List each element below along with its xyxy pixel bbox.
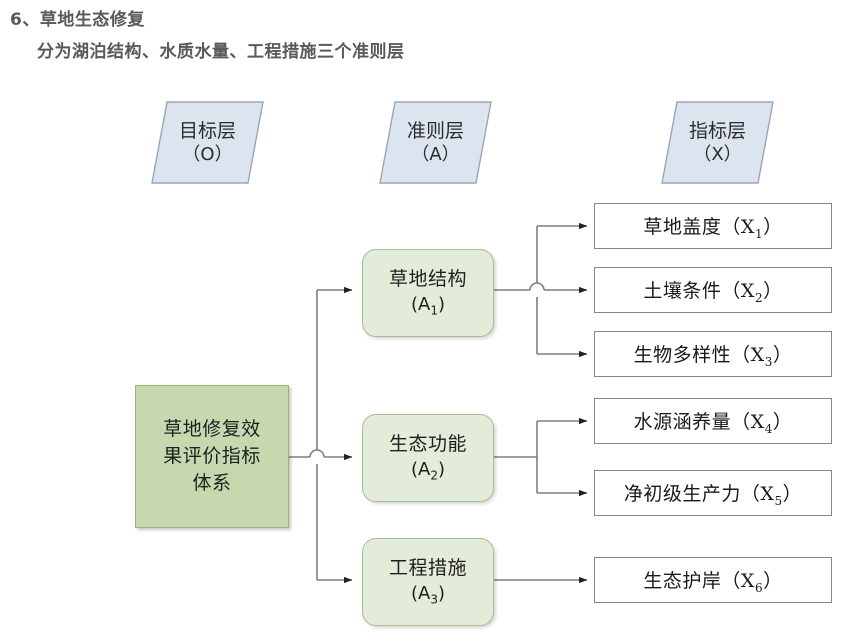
indicator-x5-label: 净初级生产力（X5） [623,482,803,508]
indicator-x4-label: 水源涵养量（X4） [633,410,793,436]
wire-goal-hop [309,449,325,458]
indicator-node-x3[interactable]: 生物多样性（X3） [594,331,832,377]
goal-line-3: 体系 [192,471,232,494]
criteria-a1-name: 草地结构 [388,267,467,290]
indicator-node-x1[interactable]: 草地盖度（X1） [594,203,832,249]
layer-header-criteria: 准则层 （A） [378,100,493,185]
goal-line-2: 果评价指标 [163,445,261,468]
wire-a1-hop [529,282,545,291]
criteria-node-a1[interactable]: 草地结构 (A1) [362,249,494,337]
goal-node-label: 草地修复效 果评价指标 体系 [163,416,261,497]
criteria-a2-name: 生态功能 [388,432,467,455]
parallelogram-shape-indicator [661,101,774,184]
criteria-a2-code: (A2) [410,459,445,484]
indicator-x6-label: 生态护岸（X6） [643,569,783,595]
parallelogram-shape-goal [151,101,264,184]
indicator-node-x6[interactable]: 生态护岸（X6） [594,557,832,603]
criteria-node-a3[interactable]: 工程措施 (A3) [362,538,494,626]
indicator-x2-label: 土壤条件（X2） [643,279,783,305]
indicator-node-x5[interactable]: 净初级生产力（X5） [594,470,832,516]
criteria-a3-name: 工程措施 [388,556,467,579]
heading-line-1: 6、草地生态修复 [10,10,145,30]
criteria-a1-code: (A1) [410,294,445,319]
criteria-a3-code: (A3) [410,583,445,608]
indicator-x1-label: 草地盖度（X1） [643,215,783,241]
heading-line-2: 分为湖泊结构、水质水量、工程措施三个准则层 [37,42,405,62]
indicator-x3-label: 生物多样性（X3） [633,343,793,369]
indicator-node-x2[interactable]: 土壤条件（X2） [594,267,832,313]
goal-line-1: 草地修复效 [163,418,261,441]
layer-header-goal: 目标层 （O） [150,100,265,185]
goal-node[interactable]: 草地修复效 果评价指标 体系 [135,385,289,528]
parallelogram-shape-criteria [379,101,492,184]
layer-header-indicator: 指标层 （X） [660,100,775,185]
criteria-node-a2[interactable]: 生态功能 (A2) [362,414,494,502]
indicator-node-x4[interactable]: 水源涵养量（X4） [594,398,832,444]
